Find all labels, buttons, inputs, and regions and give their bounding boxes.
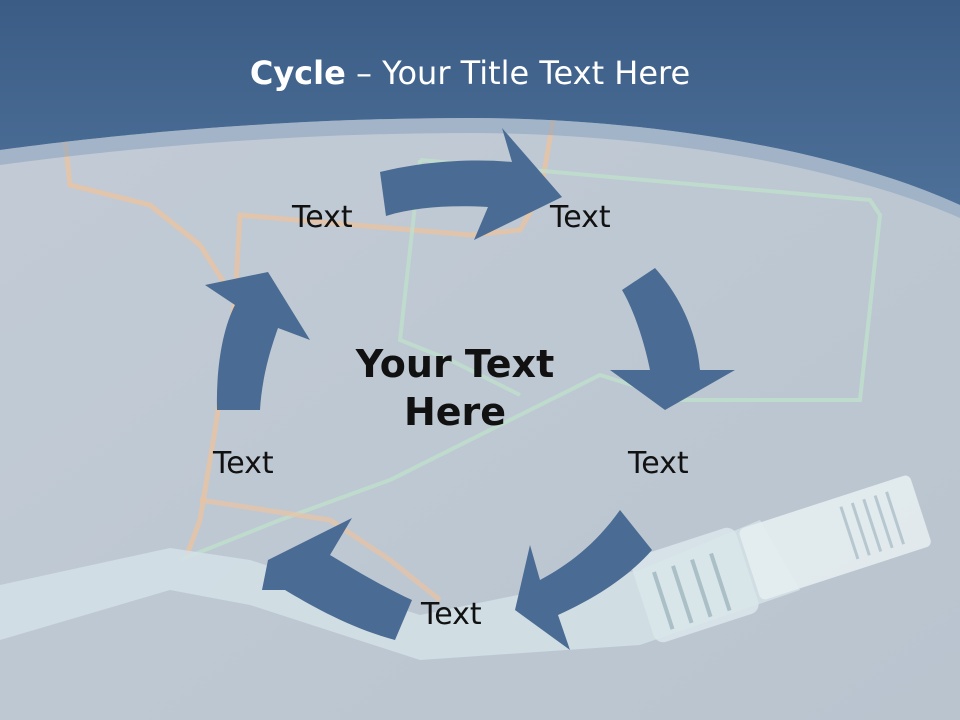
center-line-2: Here [403, 390, 507, 434]
cycle-label-right: Text [628, 446, 689, 481]
header-swoosh [0, 118, 960, 218]
cycle-label-left: Text [213, 446, 274, 481]
header-band [0, 0, 960, 205]
center-text: Your Text Here [330, 340, 580, 436]
title-rest: – Your Title Text Here [345, 54, 691, 92]
arrow-top [380, 128, 562, 240]
cable-body [0, 520, 800, 660]
center-line-1: Your Text [355, 342, 555, 386]
orange-cable-3 [199, 497, 442, 602]
rj45-connector [631, 475, 931, 643]
cycle-label-bottom: Text [421, 597, 482, 632]
arrow-right [610, 268, 735, 410]
cycle-label-top-left: Text [292, 200, 353, 235]
green-cable-2 [397, 159, 521, 397]
cycle-arrows [205, 128, 735, 650]
orange-cable [62, 139, 238, 561]
slide-title: Cycle – Your Title Text Here [0, 54, 940, 92]
arrow-bottom-right [515, 510, 652, 650]
arrow-bottom-left [262, 518, 412, 640]
cycle-label-top-right: Text [550, 200, 611, 235]
arrow-left [205, 272, 310, 410]
title-bold: Cycle [249, 54, 346, 92]
